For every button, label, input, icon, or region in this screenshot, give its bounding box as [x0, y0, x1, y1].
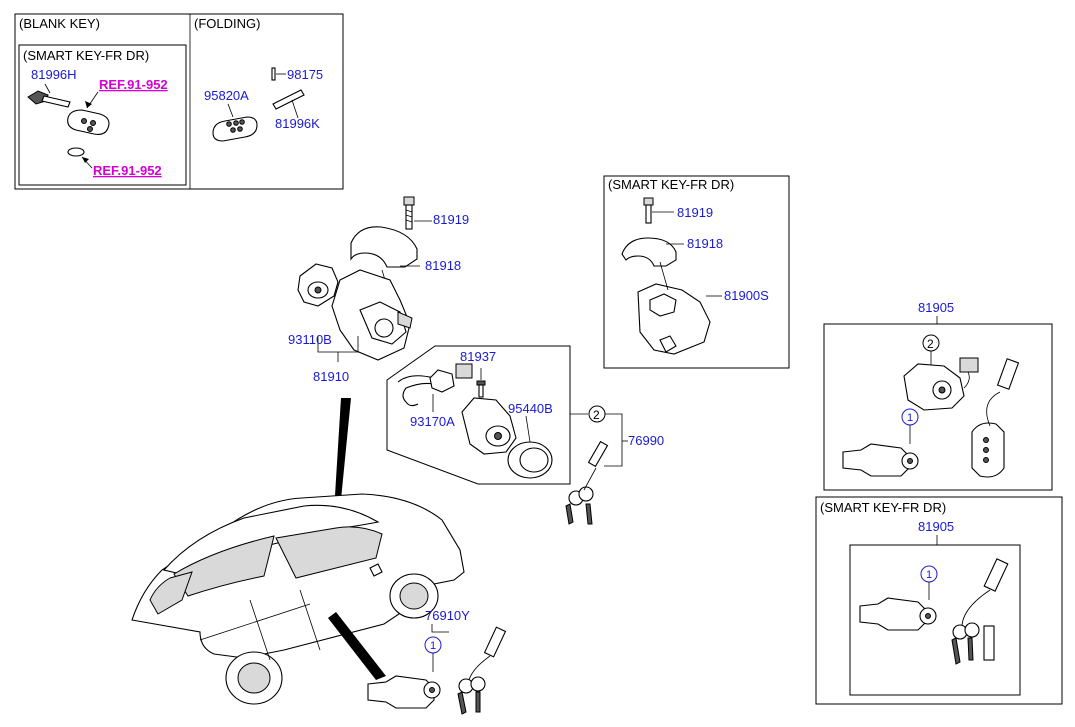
part-81996K[interactable]: 81996K: [275, 116, 320, 131]
callout-1-right-label: 1: [907, 412, 913, 424]
part-81905[interactable]: 81905: [918, 300, 954, 315]
lock-set-81905-panel: 81905 2 1: [823, 300, 1053, 491]
shear-bolt-right-icon: [643, 197, 654, 224]
part-81918[interactable]: 81918: [425, 258, 461, 273]
part-95440B[interactable]: 95440B: [508, 401, 553, 416]
bracket-clamp-right-icon: [621, 237, 677, 267]
part-98175[interactable]: 98175: [287, 67, 323, 82]
ref-link-91-952-bottom[interactable]: REF.91-952: [93, 163, 162, 178]
blank-key-header: (BLANK KEY): [19, 16, 100, 31]
immobilizer-group: 93170A 81937 95440B 2 76990: [386, 345, 664, 525]
door-lock-cylinder-icon: [842, 443, 919, 477]
ignition-lock-assembly: 81919 81918 93110B 81910: [288, 196, 469, 530]
folding-header: (FOLDING): [194, 16, 260, 31]
smart-key-fob-icon: [67, 109, 110, 135]
pointer-door-to-lockset: [328, 612, 386, 680]
smart-key-lock-set-panel: (SMART KEY-FR DR) 81905 1: [815, 496, 1063, 705]
smart-lock-body-icon: [637, 261, 711, 355]
callout-2-middle-label: 2: [593, 408, 600, 422]
part-81910[interactable]: 81910: [313, 369, 349, 384]
ignition-cylinder-set-icon: [903, 357, 979, 411]
key-cylinder-icon: [297, 263, 339, 307]
part-81918-smart[interactable]: 81918: [687, 236, 723, 251]
key-set-icon: [565, 440, 609, 525]
callout-1-bottom-label: 1: [430, 640, 436, 652]
door-lock-cylinder-smart-icon: [859, 597, 937, 631]
part-81919-smart[interactable]: 81919: [677, 205, 713, 220]
ignition-cylinder-icon: [461, 397, 517, 455]
folding-key-fob-right-icon: [971, 358, 1020, 478]
blank-key-blade-icon: [27, 90, 71, 108]
shear-bolt-icon: [403, 196, 415, 230]
part-81996H[interactable]: 81996H: [31, 67, 77, 82]
callout-2-right-label: 2: [927, 337, 934, 351]
blank-key-panel: (BLANK KEY) (FOLDING) (SMART KEY-FR DR) …: [14, 13, 344, 190]
car-illustration: [131, 493, 465, 705]
part-81919[interactable]: 81919: [433, 212, 469, 227]
transponder-ring-icon: [507, 441, 553, 479]
smart-key-lock-panel: (SMART KEY-FR DR) 81919 81918 81900S: [603, 175, 790, 369]
part-76910Y[interactable]: 76910Y: [425, 608, 470, 623]
key-blade-pin-icon: [271, 67, 276, 81]
door-lock-cylinder-bottom-icon: [367, 675, 441, 709]
antenna-coil-icon: [397, 363, 473, 407]
part-93110B[interactable]: 93110B: [288, 332, 332, 347]
battery-icon: [67, 147, 85, 157]
part-81900S[interactable]: 81900S: [724, 288, 769, 303]
key-set-smart-icon: [951, 558, 1009, 665]
part-95820A[interactable]: 95820A: [204, 88, 249, 103]
key-set-bottom-icon: [457, 626, 507, 715]
callout-1-smart-label: 1: [926, 569, 932, 581]
smart-key-header-right: (SMART KEY-FR DR): [608, 177, 734, 192]
ref-link-91-952-top[interactable]: REF.91-952: [99, 77, 168, 92]
steering-lock-body-icon: [331, 269, 413, 361]
folding-key-fob-icon: [212, 116, 258, 142]
part-81937[interactable]: 81937: [460, 349, 496, 364]
door-lock-set-76910Y: 76910Y 1: [367, 608, 507, 715]
smart-key-header-inner: (SMART KEY-FR DR): [23, 48, 149, 63]
screw-icon: [476, 380, 486, 398]
smart-key-header-lower: (SMART KEY-FR DR): [820, 500, 946, 515]
part-81905-smart[interactable]: 81905: [918, 519, 954, 534]
part-76990[interactable]: 76990: [628, 433, 664, 448]
part-93170A[interactable]: 93170A: [410, 414, 455, 429]
folding-key-blade-icon: [272, 89, 305, 110]
